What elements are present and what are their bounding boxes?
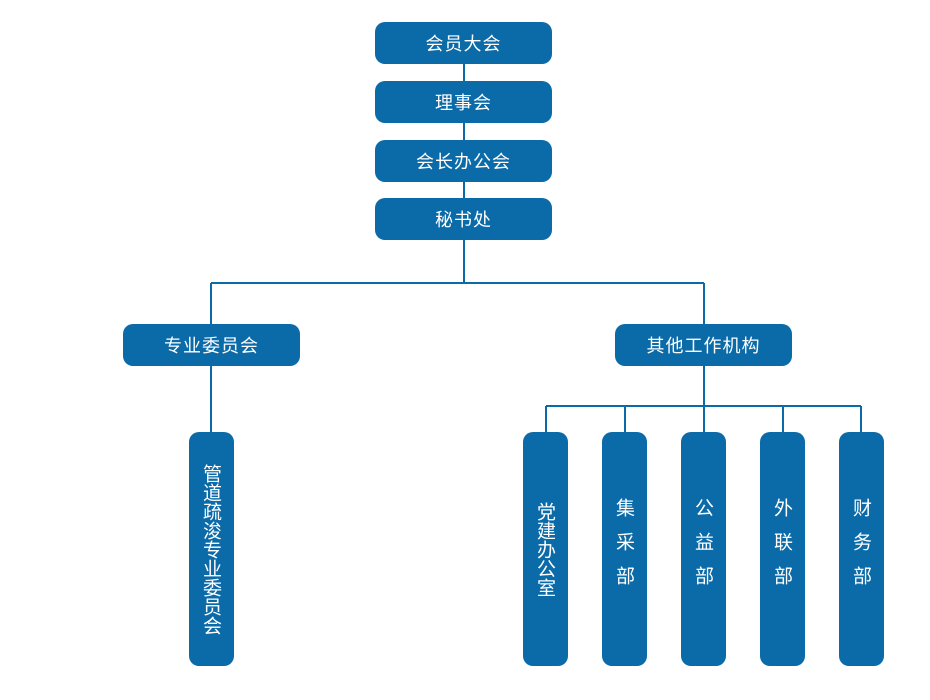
node-finance: 财务部 — [839, 432, 884, 666]
node-committees: 专业委员会 — [123, 324, 300, 366]
node-other-bodies-label: 其他工作机构 — [646, 336, 761, 357]
node-pipeline-committee-label: 管道疏浚专业委员会 — [200, 463, 222, 635]
node-council-label: 理事会 — [435, 93, 492, 114]
node-external-relations-label: 外联部 — [771, 498, 793, 600]
node-council: 理事会 — [375, 81, 552, 123]
node-public-welfare: 公益部 — [681, 432, 726, 666]
node-external-relations: 外联部 — [760, 432, 805, 666]
node-public-welfare-label: 公益部 — [692, 498, 714, 600]
node-president-office: 会长办公会 — [375, 140, 552, 182]
node-secretariat: 秘书处 — [375, 198, 552, 240]
node-other-bodies: 其他工作机构 — [615, 324, 792, 366]
node-committees-label: 专业委员会 — [164, 336, 259, 357]
node-secretariat-label: 秘书处 — [435, 210, 492, 231]
node-procurement: 集采部 — [602, 432, 647, 666]
node-finance-label: 财务部 — [850, 498, 872, 600]
node-party-office: 党建办公室 — [523, 432, 568, 666]
node-party-office-label: 党建办公室 — [534, 501, 556, 597]
node-pipeline-committee: 管道疏浚专业委员会 — [189, 432, 234, 666]
node-general-assembly: 会员大会 — [375, 22, 552, 64]
node-president-office-label: 会长办公会 — [416, 152, 511, 173]
node-general-assembly-label: 会员大会 — [425, 34, 502, 55]
node-procurement-label: 集采部 — [613, 498, 635, 600]
